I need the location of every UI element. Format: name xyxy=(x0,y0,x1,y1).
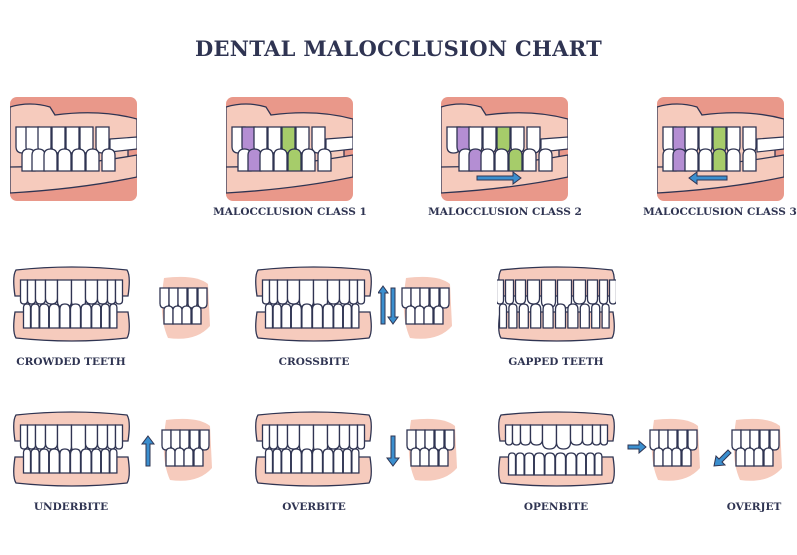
overjet-side-illustration xyxy=(728,418,782,482)
side-detail-teeth xyxy=(731,418,782,481)
side-detail-teeth xyxy=(401,276,452,339)
front-view-teeth xyxy=(13,266,130,342)
label-crossbite: CROSSBITE xyxy=(278,356,350,368)
label-crowded-teeth: CROWDED TEETH xyxy=(16,356,126,368)
side-detail-teeth xyxy=(161,418,212,481)
arrow-icon xyxy=(378,285,399,325)
label-underbite: UNDERBITE xyxy=(33,501,109,513)
overbite-arrow-icon xyxy=(386,432,400,468)
overjet-arrow-icon xyxy=(712,444,732,468)
label-overbite: OVERBITE xyxy=(282,501,346,513)
side-detail-teeth xyxy=(159,276,210,339)
crossbite-front-illustration xyxy=(254,266,373,342)
class-2-illustration xyxy=(441,97,568,201)
arrow-icon xyxy=(713,449,732,467)
label-class-2: MALOCCLUSION CLASS 2 xyxy=(428,206,582,218)
arrow-icon xyxy=(141,435,155,467)
arrow-icon xyxy=(386,435,400,467)
normal-occlusion-illustration xyxy=(10,97,137,201)
arrow-icon xyxy=(627,440,647,454)
openbite-front-illustration xyxy=(497,411,616,487)
crossbite-side-illustration xyxy=(398,276,452,340)
side-view-jaw xyxy=(441,97,568,201)
openbite-arrow-icon xyxy=(626,440,648,454)
class-3-illustration xyxy=(657,97,784,201)
front-view-teeth xyxy=(497,266,616,342)
side-detail-teeth xyxy=(406,418,457,481)
side-detail-teeth xyxy=(649,418,700,481)
crossbite-arrows-icon xyxy=(378,284,399,326)
side-view-jaw xyxy=(226,97,353,201)
class-1-illustration xyxy=(226,97,353,201)
label-class-1: MALOCCLUSION CLASS 1 xyxy=(213,206,367,218)
front-view-teeth xyxy=(13,411,130,487)
label-gapped-teeth: GAPPED TEETH xyxy=(508,356,604,368)
chart-title: DENTAL MALOCCLUSION CHART xyxy=(194,36,603,61)
openbite-side-illustration xyxy=(646,418,700,482)
overbite-front-illustration xyxy=(254,411,373,487)
label-class-3: MALOCCLUSION CLASS 3 xyxy=(643,206,797,218)
label-overjet: OVERJET xyxy=(726,501,782,513)
front-view-teeth xyxy=(255,411,372,487)
crowded-teeth-front-illustration xyxy=(12,266,131,342)
underbite-arrow-icon xyxy=(141,432,155,468)
underbite-front-illustration xyxy=(12,411,131,487)
label-openbite: OPENBITE xyxy=(523,501,589,513)
front-view-teeth xyxy=(255,266,372,342)
front-view-teeth xyxy=(498,411,615,487)
side-view-jaw xyxy=(10,97,137,201)
gapped-teeth-front-illustration xyxy=(497,266,616,342)
underbite-side-illustration xyxy=(158,418,212,482)
overbite-side-illustration xyxy=(403,418,457,482)
crowded-teeth-side-illustration xyxy=(156,276,210,340)
side-view-jaw xyxy=(657,97,784,201)
